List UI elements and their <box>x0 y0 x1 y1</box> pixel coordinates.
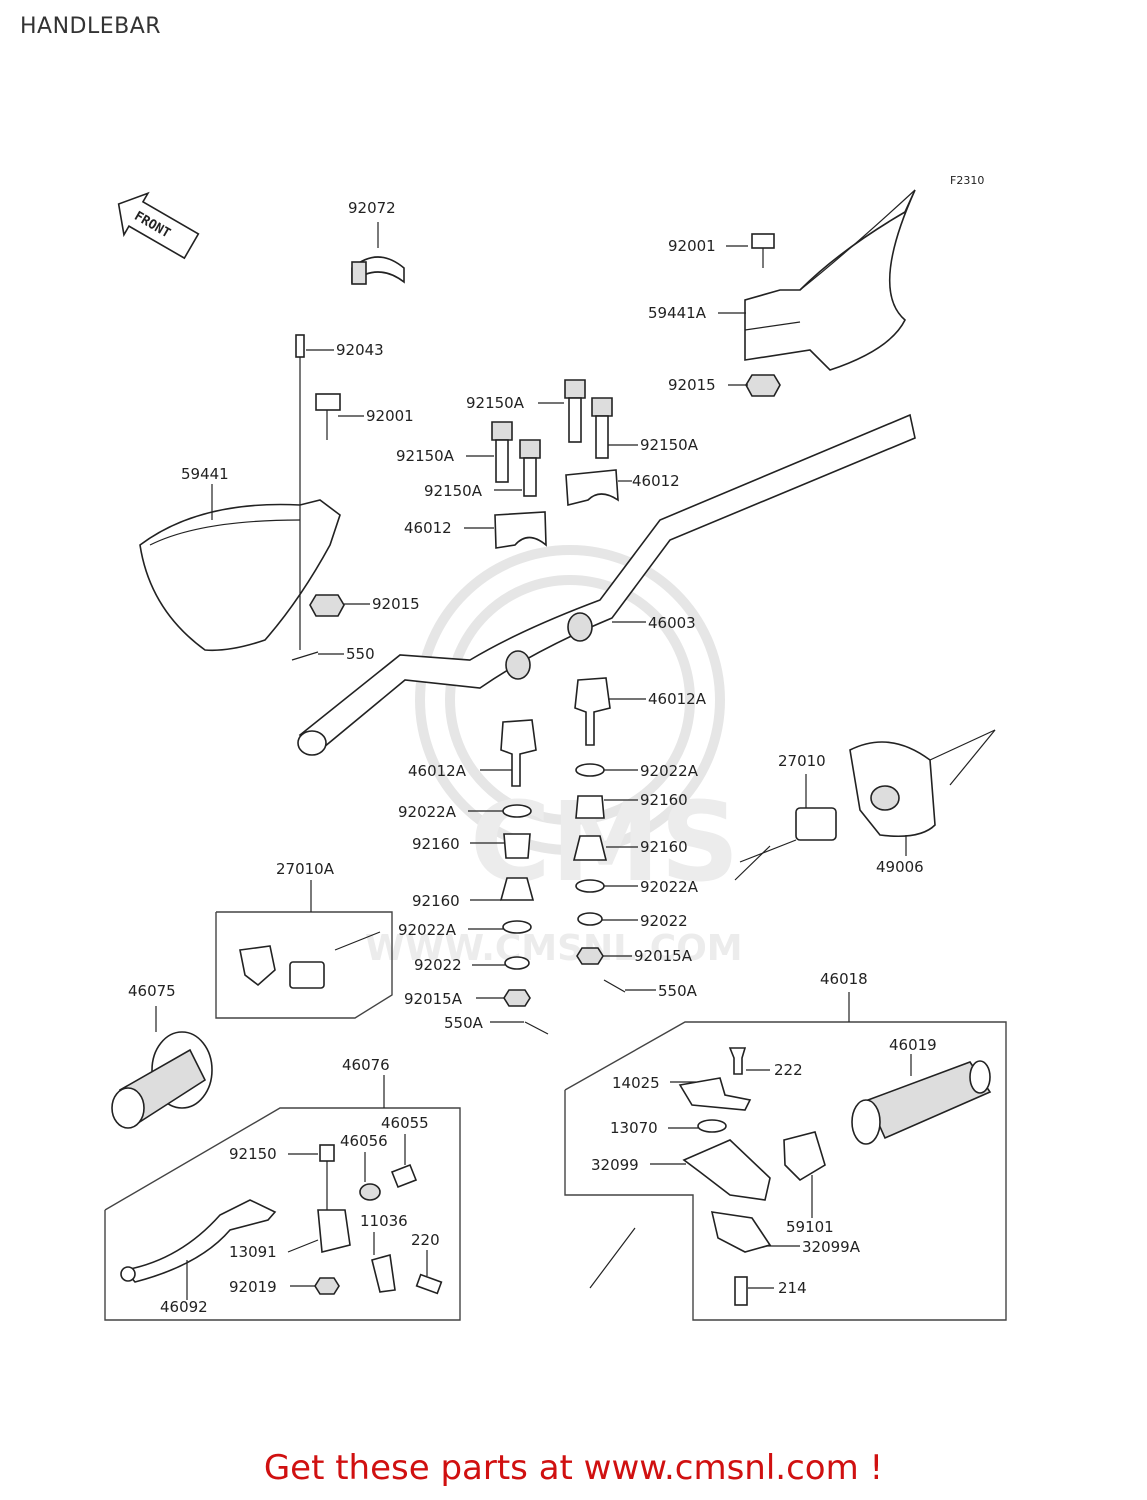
part-92150A-bolts <box>491 379 613 497</box>
part-59441A-shape <box>744 189 916 397</box>
part-right-stack <box>572 763 626 993</box>
box-46018 <box>564 992 1007 1321</box>
part-left-stack <box>499 804 549 1035</box>
callout-222: 222 <box>774 1061 803 1079</box>
callout-92043: 92043 <box>336 341 384 359</box>
callout-92150A-4: 92150A <box>424 482 483 500</box>
callout-92022A-r2: 92022A <box>640 878 699 896</box>
callout-27010A: 27010A <box>276 860 335 878</box>
front-arrow-icon: FRONT <box>117 191 200 260</box>
callout-13091: 13091 <box>229 1243 277 1261</box>
callout-550: 550 <box>346 645 375 663</box>
part-46003-shape <box>297 413 916 756</box>
callout-46075: 46075 <box>128 982 176 1000</box>
callout-220: 220 <box>411 1231 440 1249</box>
callout-92160-r2: 92160 <box>640 838 688 856</box>
box-46076 <box>104 1075 461 1321</box>
callout-92150A-3: 92150A <box>396 447 455 465</box>
part-46012-clamps <box>494 469 619 549</box>
callout-92072: 92072 <box>348 199 396 217</box>
callout-92160-l2: 92160 <box>412 892 460 910</box>
callout-92022A-l1: 92022A <box>398 803 457 821</box>
callout-46092: 46092 <box>160 1298 208 1316</box>
callout-214: 214 <box>778 1279 807 1297</box>
page-title: HANDLEBAR <box>20 14 162 39</box>
callout-32099A: 32099A <box>802 1238 861 1256</box>
callout-92015-right: 92015 <box>668 376 716 394</box>
callout-92150A-1: 92150A <box>466 394 525 412</box>
part-59441-shape <box>139 334 345 661</box>
callout-92022A-r1: 92022A <box>640 762 699 780</box>
part-49006-shape <box>849 729 996 838</box>
callout-32099: 32099 <box>591 1156 639 1174</box>
part-27010-shape <box>734 807 837 881</box>
leader-lines <box>155 222 912 1300</box>
callout-46018: 46018 <box>820 970 868 988</box>
part-lever-group <box>120 1144 443 1295</box>
callout-92022A-l2: 92022A <box>398 921 457 939</box>
watermark-url-text: WWW.CMSNL.COM <box>365 928 743 969</box>
callout-46012-right: 46012 <box>632 472 680 490</box>
callout-550A-l: 550A <box>444 1014 484 1032</box>
callout-46019: 46019 <box>889 1036 937 1054</box>
part-46012A-holders <box>500 677 611 787</box>
callout-550A-r: 550A <box>658 982 698 1000</box>
callout-11036: 11036 <box>360 1212 408 1230</box>
callout-92022-r: 92022 <box>640 912 688 930</box>
parts-link-banner[interactable]: Get these parts at www.cmsnl.com ! <box>263 1448 884 1488</box>
callout-labels: 92072 92001 59441A 92015 92043 92001 594… <box>128 199 937 1316</box>
figure-code: F2310 <box>950 174 984 187</box>
part-92072-shape <box>351 256 405 285</box>
callout-46056: 46056 <box>340 1132 388 1150</box>
callout-46012A-right: 46012A <box>648 690 707 708</box>
part-46075-shape <box>111 1031 213 1129</box>
callout-92160-r1: 92160 <box>640 791 688 809</box>
callout-13070: 13070 <box>610 1119 658 1137</box>
callout-92150A-2: 92150A <box>640 436 699 454</box>
callout-27010: 27010 <box>778 752 826 770</box>
box-27010A <box>215 880 393 1019</box>
callout-46012A-left: 46012A <box>408 762 467 780</box>
callout-14025: 14025 <box>612 1074 660 1092</box>
callout-59101: 59101 <box>786 1218 834 1236</box>
callout-92015A-l: 92015A <box>404 990 463 1008</box>
callout-92022-l: 92022 <box>414 956 462 974</box>
callout-92150: 92150 <box>229 1145 277 1163</box>
callout-92001-right: 92001 <box>668 237 716 255</box>
part-throttle-group <box>678 1047 826 1306</box>
callout-46003: 46003 <box>648 614 696 632</box>
callout-92019: 92019 <box>229 1278 277 1296</box>
callout-49006: 49006 <box>876 858 924 876</box>
callout-46076: 46076 <box>342 1056 390 1074</box>
callout-92160-l1: 92160 <box>412 835 460 853</box>
callout-92015A-r: 92015A <box>634 947 693 965</box>
callout-59441: 59441 <box>181 465 229 483</box>
part-46019-shape <box>851 1060 992 1145</box>
callout-92015-left: 92015 <box>372 595 420 613</box>
callout-59441A: 59441A <box>648 304 707 322</box>
callout-46012-left: 46012 <box>404 519 452 537</box>
callout-46055: 46055 <box>381 1114 429 1132</box>
callout-92001-left: 92001 <box>366 407 414 425</box>
